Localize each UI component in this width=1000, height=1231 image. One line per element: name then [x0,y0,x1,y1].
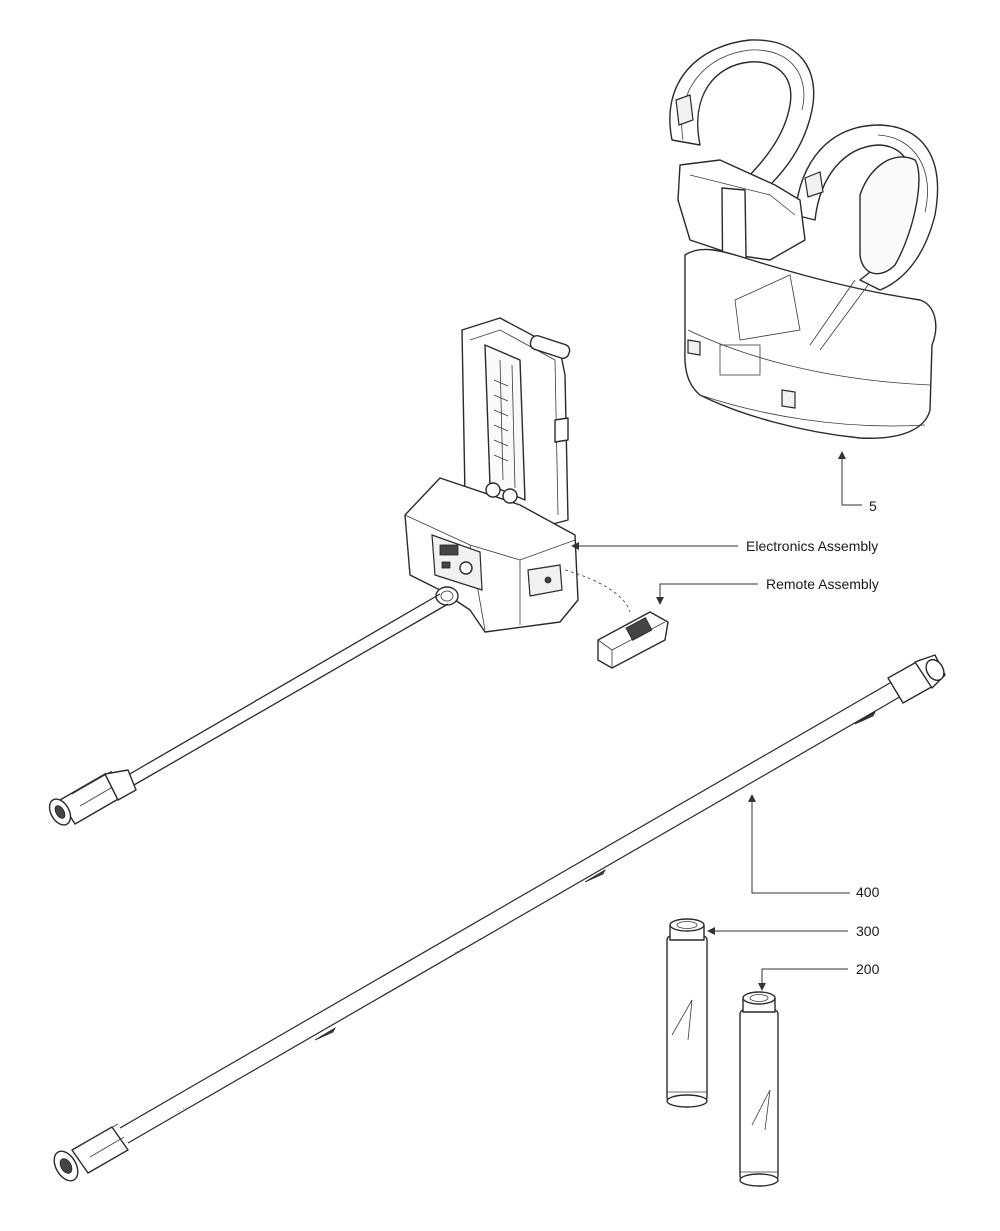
connection-cable [48,593,449,826]
callout-label-remote-assembly: Remote Assembly [766,576,879,592]
medium-pole-part [666,918,708,1108]
callout-label-electronics-assembly: Electronics Assembly [746,538,878,554]
short-pole-part [739,991,779,1187]
callout-label-300: 300 [856,923,880,939]
callout-label-400: 400 [856,884,880,900]
svg-text:·· ··: ·· ·· [453,945,466,957]
svg-text:·· ··: ·· ·· [176,1104,189,1116]
callout-label-200: 200 [856,961,880,977]
callout-label-5: 5 [869,498,877,514]
rail-teeth [493,379,509,462]
electronics-assembly-part [404,317,579,633]
harness-part [669,39,939,439]
svg-text:·· ··: ·· ·· [726,788,739,800]
long-pole-part: ·· ·· ·· ·· ·· ·· [53,654,946,1182]
remote-assembly-part [564,569,669,669]
callout-leaders [571,451,862,991]
